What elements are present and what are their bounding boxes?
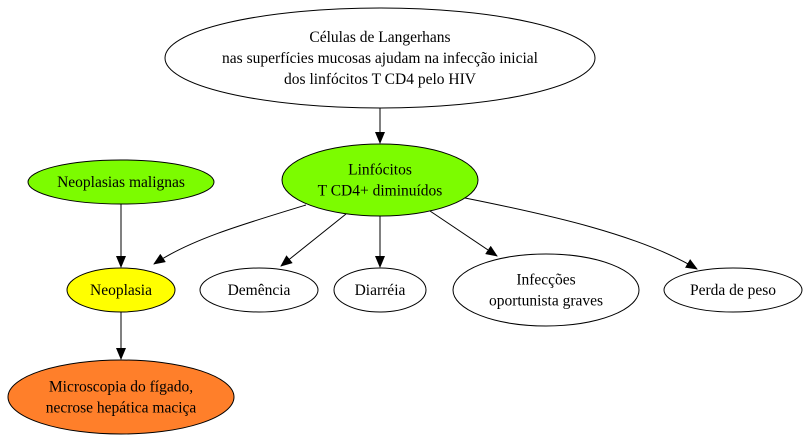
node-infeccoes-label: oportunista graves (489, 293, 603, 310)
node-demencia: Demência (199, 267, 319, 313)
edges (116, 108, 698, 360)
node-linfocitos-label: T CD4+ diminuídos (318, 183, 443, 200)
node-neoplasia-shape (66, 267, 176, 313)
node-langerhans: Células de Langerhans nas superfícies muc… (164, 7, 596, 109)
node-diarreia: Diarréia (333, 267, 427, 313)
edge-linfocitos-to-perda-peso (464, 197, 698, 270)
node-neoplasias-malignas: Neoplasias malignas (27, 159, 215, 205)
node-perda-peso-shape (663, 267, 803, 313)
node-linfocitos: Linfócitos T CD4+ diminuídos (281, 143, 479, 217)
node-langerhans-shape (164, 7, 596, 109)
node-microscopia-label: Microscopia do fígado, (49, 379, 193, 396)
node-langerhans-label: Células de Langerhans (309, 29, 450, 46)
node-microscopia-shape (7, 359, 235, 435)
node-infeccoes-shape (452, 253, 640, 327)
nodes: Células de Langerhans nas superfícies muc… (7, 7, 803, 435)
node-infeccoes-label: Infecções (516, 272, 575, 289)
node-microscopia-label: necrose hepática maciça (46, 400, 197, 417)
node-diarreia-label: Diarréia (355, 282, 406, 299)
edge-linfocitos-to-neoplasia (153, 204, 307, 265)
edge-linfocitos-to-demencia (280, 213, 347, 267)
node-diarreia-shape (333, 267, 427, 313)
node-langerhans-label: nas superfícies mucosas ajudam na infecç… (222, 50, 538, 67)
node-demencia-shape (199, 267, 319, 313)
node-neoplasia: Neoplasia (66, 267, 176, 313)
node-demencia-label: Demência (228, 282, 291, 299)
node-neoplasias-malignas-label: Neoplasias malignas (57, 174, 185, 191)
node-langerhans-label: dos linfócitos T CD4 pelo HIV (284, 71, 477, 88)
node-perda-peso-label: Perda de peso (690, 282, 776, 299)
node-linfocitos-shape (281, 143, 479, 217)
edge-linfocitos-to-infeccoes (429, 210, 498, 257)
node-infeccoes: Infecções oportunista graves (452, 253, 640, 327)
node-linfocitos-label: Linfócitos (348, 162, 412, 179)
node-microscopia: Microscopia do fígado, necrose hepática m… (7, 359, 235, 435)
node-neoplasias-malignas-shape (27, 159, 215, 205)
node-perda-peso: Perda de peso (663, 267, 803, 313)
node-neoplasia-label: Neoplasia (90, 282, 152, 299)
